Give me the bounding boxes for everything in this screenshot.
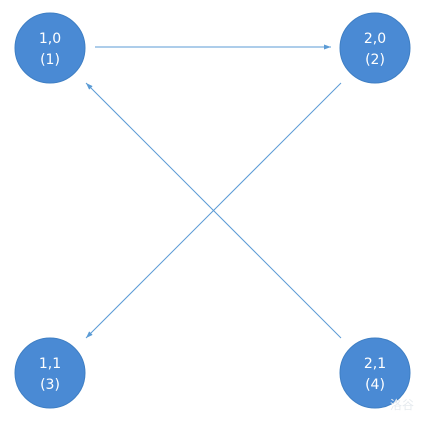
node-circle <box>14 337 86 409</box>
node-circle <box>339 12 411 84</box>
node-label-coord: 2,0 <box>364 31 386 47</box>
node-2-1: 2,1 (4) <box>339 337 411 409</box>
nodes-layer: 1,0 (1) 2,0 (2) 1,1 (3) 2,1 (4) <box>14 12 411 409</box>
node-label-coord: 1,0 <box>39 31 61 47</box>
node-label-index: (1) <box>40 52 60 68</box>
node-label-index: (4) <box>365 377 385 393</box>
node-label-coord: 1,1 <box>39 356 61 372</box>
node-circle <box>14 12 86 84</box>
node-1-1: 1,1 (3) <box>14 337 86 409</box>
watermark-text: 洛谷 <box>390 397 414 412</box>
node-label-index: (3) <box>40 377 60 393</box>
node-circle <box>339 337 411 409</box>
edge-4-to-1 <box>85 82 342 339</box>
arrow-node-2-1-to-node-1-0 <box>85 82 342 339</box>
node-2-0: 2,0 (2) <box>339 12 411 84</box>
node-1-0: 1,0 (1) <box>14 12 86 84</box>
edges-layer <box>85 44 342 339</box>
node-label-index: (2) <box>365 52 385 68</box>
node-label-coord: 2,1 <box>364 356 386 372</box>
